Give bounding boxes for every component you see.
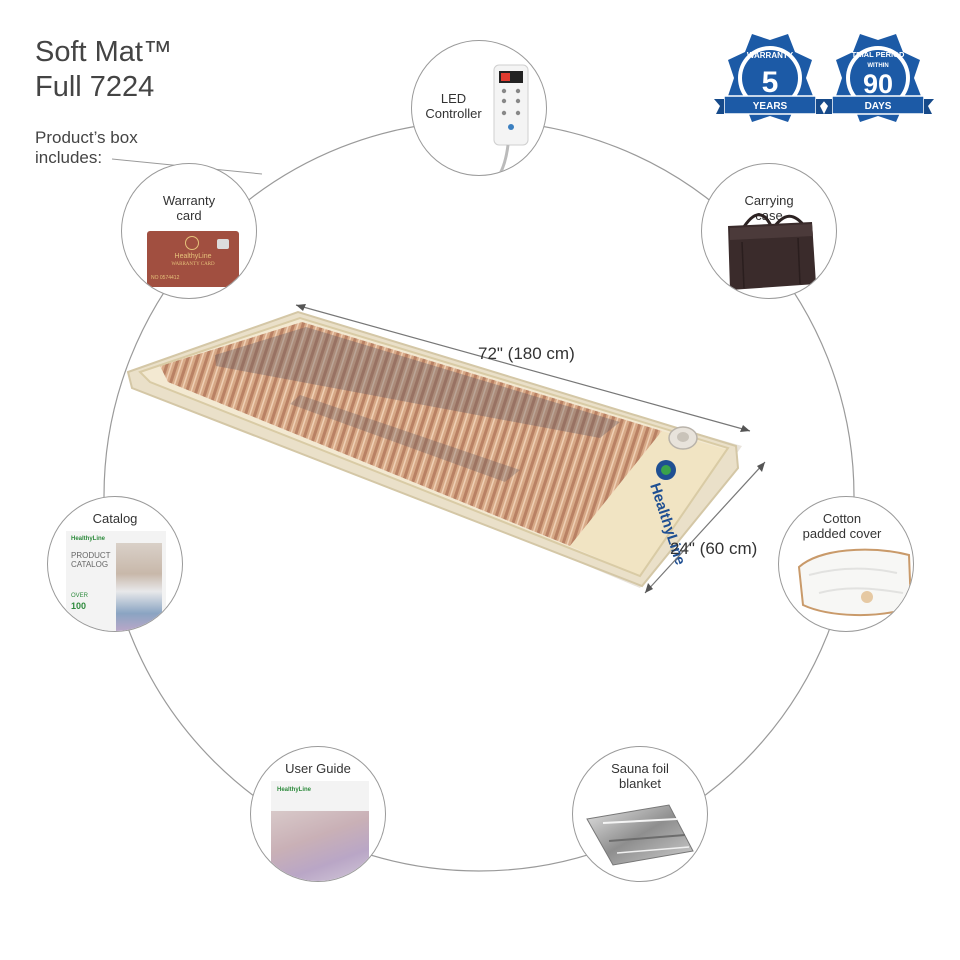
- mat-stones: [160, 322, 662, 546]
- width-arrow: [644, 461, 766, 594]
- catalog-count: 100: [71, 601, 87, 611]
- led-controller-label: LED Controller: [425, 91, 482, 121]
- card-number: NO 0574412: [151, 275, 180, 281]
- item-sauna-foil: Sauna foil blanket: [572, 746, 708, 882]
- catalog-label: Catalog: [92, 511, 138, 526]
- card-brand: HealthyLine: [174, 253, 212, 260]
- product-title-line2: Full 7224: [35, 71, 155, 103]
- warranty-badge-bottom: YEARS: [753, 101, 788, 112]
- case-bag-icon: [728, 213, 816, 290]
- item-led-controller: LED Controller: [411, 40, 547, 176]
- warranty-card-image: HealthyLine WARRANTY CARD NO 0574412: [147, 231, 239, 287]
- length-label: 72" (180 cm): [478, 344, 575, 363]
- cover-pillow-icon: [797, 548, 913, 617]
- card-chip-icon: [217, 239, 229, 249]
- guide-photo-image: [271, 811, 369, 881]
- trial-badge-top: TRIAL PERIOD: [852, 50, 905, 59]
- item-user-guide: User Guide HealthyLine: [250, 746, 386, 882]
- warranty-badge-number: 5: [762, 66, 779, 99]
- warranty-badge-top: WARRANTY: [747, 51, 794, 60]
- user-guide-image: HealthyLine: [271, 781, 369, 881]
- item-catalog: Catalog HealthyLine PRODUCT CATALOG OVER…: [47, 496, 183, 632]
- controller-device-icon: [493, 64, 529, 146]
- mat-end-panel: [570, 431, 728, 576]
- product-title-line1: Soft Mat™: [35, 36, 172, 68]
- warranty-badge-icon: WARRANTY 5 YEARS: [714, 34, 826, 122]
- carrying-case-label: Carrying case: [744, 193, 794, 223]
- trial-badge-number: 90: [863, 69, 893, 99]
- box-includes-line1: Product’s box: [35, 128, 138, 147]
- width-label: 24" (60 cm): [670, 539, 758, 558]
- sauna-foil-label: Sauna foil blanket: [611, 761, 669, 791]
- user-guide-label: User Guide: [285, 761, 351, 776]
- card-logo-icon: [185, 236, 199, 250]
- catalog-image: HealthyLine PRODUCT CATALOG OVER 100: [66, 531, 166, 631]
- foil-blanket-icon: [586, 804, 694, 866]
- catalog-heading: PRODUCT CATALOG: [71, 551, 111, 569]
- cotton-cover-label: Cotton padded cover: [802, 511, 882, 541]
- catalog-over: OVER: [71, 593, 89, 599]
- box-includes-label: Product’s box includes:: [35, 128, 138, 168]
- box-includes-line2: includes:: [35, 148, 103, 167]
- catalog-heading-line2: CATALOG: [71, 560, 109, 569]
- item-carrying-case: Carrying case: [701, 163, 837, 299]
- item-cotton-cover: Cotton padded cover: [778, 496, 914, 632]
- catalog-brand: HealthyLine: [71, 536, 106, 542]
- length-arrow: [295, 304, 751, 432]
- product-title: Soft Mat™ Full 7224: [35, 35, 172, 105]
- guide-brand: HealthyLine: [277, 787, 312, 793]
- trial-badge-icon: TRIAL PERIOD WITHIN 90 DAYS: [822, 34, 934, 122]
- warranty-card-label: Warranty card: [162, 193, 216, 223]
- card-type: WARRANTY CARD: [171, 262, 215, 267]
- item-warranty-card: Warranty card HealthyLine WARRANTY CARD …: [121, 163, 257, 299]
- catalog-model-image: [116, 543, 162, 631]
- trial-badge-bottom: DAYS: [865, 101, 892, 112]
- catalog-heading-line1: PRODUCT: [71, 551, 111, 560]
- trial-badge-within: WITHIN: [867, 63, 888, 69]
